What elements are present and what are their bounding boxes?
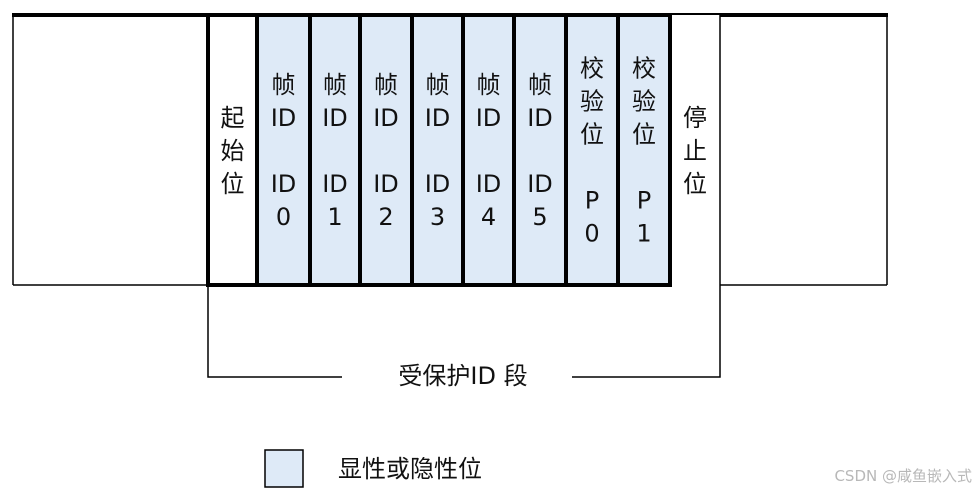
field-stop-box: [670, 15, 720, 285]
field-frame-id-1-text: ID: [322, 170, 348, 198]
field-frame-id-0-text: ID: [271, 170, 297, 198]
field-frame-id-4-text: 4: [481, 203, 496, 231]
field-frame-id-0-text: 帧: [272, 71, 296, 99]
field-frame-id-0-box: [257, 15, 310, 285]
field-parity-1-text: 验: [632, 88, 656, 116]
field-frame-id-5-text: ID: [527, 104, 553, 132]
legend-swatch: [264, 449, 304, 488]
field-stop-text: 停: [683, 104, 707, 132]
field-stop-text: 止: [683, 137, 707, 165]
field-frame-id-4-text: ID: [476, 104, 502, 132]
field-frame-id-1-text: ID: [322, 104, 348, 132]
field-parity-0-text: 校: [580, 55, 604, 83]
bracket-right: [572, 285, 721, 378]
field-frame-id-5-text: 帧: [528, 71, 552, 99]
field-start: 起始位: [208, 15, 257, 285]
field-start-text: 位: [221, 170, 245, 198]
watermark: CSDN @咸鱼嵌入式: [834, 467, 972, 485]
field-parity-1-box: [618, 15, 670, 285]
field-frame-id-5-text: ID: [527, 170, 553, 198]
field-frame-id-3-text: ID: [425, 170, 451, 198]
field-parity-1-text: 1: [636, 220, 651, 248]
field-frame-id-2-box: [360, 15, 412, 285]
protected-id-bracket: 受保护ID 段: [207, 285, 721, 390]
field-frame-id-0-text: ID: [271, 104, 297, 132]
field-borders: [206, 13, 721, 287]
protected-id-label: 受保护ID 段: [398, 362, 527, 390]
field-frame-id-0-text: 0: [276, 203, 291, 231]
field-frame-id-0: 帧 ID ID 0: [257, 15, 310, 285]
field-start-text: 起: [221, 104, 245, 132]
field-parity-0-text: 0: [584, 220, 599, 248]
field-frame-id-2: 帧 ID ID 2: [360, 15, 412, 285]
field-frame-id-4-text: ID: [476, 170, 502, 198]
field-parity-1-text: P: [637, 187, 651, 215]
field-frame-id-1: 帧 ID ID 1: [310, 15, 360, 285]
field-parity-0-box: [566, 15, 618, 285]
field-frame-id-2-text: 帧: [374, 71, 398, 99]
field-parity-0-text: P: [585, 187, 599, 215]
field-frame-id-3-text: ID: [425, 104, 451, 132]
field-frame-id-1-box: [310, 15, 360, 285]
field-stop-text: 位: [683, 170, 707, 198]
field-start-box: [208, 15, 257, 285]
field-frame-id-3-text: 帧: [426, 71, 450, 99]
field-frame-id-3: 帧 ID ID 3: [412, 15, 463, 285]
field-frame-id-4: 帧 ID ID 4: [463, 15, 514, 285]
legend: 显性或隐性位: [264, 449, 482, 488]
legend-label: 显性或隐性位: [338, 455, 482, 483]
field-parity-0-text: 验: [580, 88, 604, 116]
field-frame-id-1-text: 帧: [323, 71, 347, 99]
field-frame-id-4-box: [463, 15, 514, 285]
field-frame-id-5-box: [514, 15, 566, 285]
field-frame-id-4-text: 帧: [477, 71, 501, 99]
field-cells: 起始位帧IDID0帧IDID1帧IDID2帧IDID3帧IDID4帧IDID5校…: [206, 13, 721, 287]
field-frame-id-2-text: 2: [378, 203, 393, 231]
field-frame-id-2-text: ID: [373, 170, 399, 198]
bracket-left: [207, 285, 342, 378]
field-frame-id-3-box: [412, 15, 463, 285]
field-start-text: 始: [221, 137, 245, 165]
field-frame-id-3-text: 3: [430, 203, 445, 231]
field-parity-0-text: 位: [580, 121, 604, 149]
field-parity-1: 校验位 P 1: [618, 15, 670, 285]
field-parity-1-text: 校: [632, 55, 656, 83]
field-frame-id-5-text: 5: [532, 203, 547, 231]
field-frame-id-2-text: ID: [373, 104, 399, 132]
field-frame-id-5: 帧 ID ID 5: [514, 15, 566, 285]
field-parity-1-text: 位: [632, 121, 656, 149]
field-stop: 停止位: [670, 15, 720, 285]
field-parity-0: 校验位 P 0: [566, 15, 618, 285]
field-frame-id-1-text: 1: [327, 203, 342, 231]
